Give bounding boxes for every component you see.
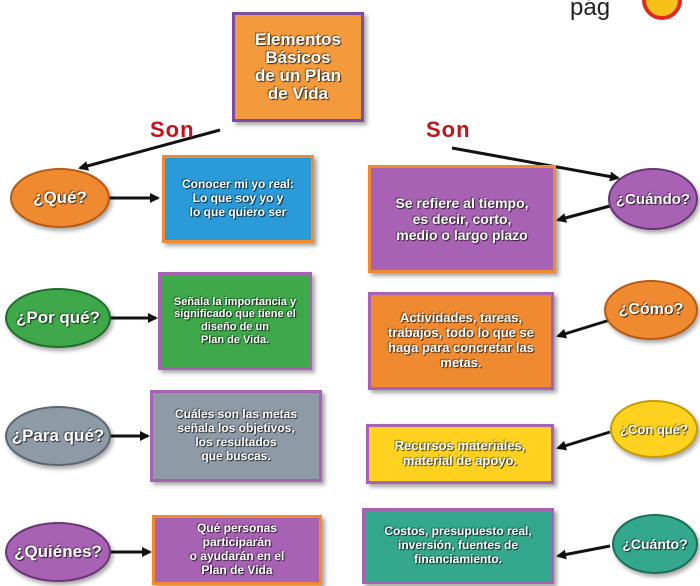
arrow-cuando xyxy=(556,204,611,223)
arrow-como xyxy=(556,318,611,339)
question-por-que: ¿Por qué? xyxy=(5,288,111,348)
connector-label-right: Son xyxy=(426,117,471,142)
logo-icon xyxy=(636,0,686,22)
arrow-con-que xyxy=(556,430,611,451)
arrow-title-to-que xyxy=(78,128,221,171)
answer-cuanto: Costos, presupuesto real, inversión, fue… xyxy=(362,508,554,584)
arrow-title-to-cuando xyxy=(451,146,620,182)
page-label: pág xyxy=(570,0,611,21)
question-quienes: ¿Quiénes? xyxy=(5,522,111,582)
answer-quienes: Qué personas participarán o ayudarán en … xyxy=(152,515,322,585)
arrow-cuanto xyxy=(556,544,611,560)
question-cuanto: ¿Cuánto? xyxy=(612,514,698,574)
question-que: ¿Qué? xyxy=(10,168,110,228)
question-como: ¿Cómo? xyxy=(604,280,698,340)
question-con-que: ¿Con qué? xyxy=(610,400,698,458)
answer-para-que: Cuáles son las metas señala los objetivo… xyxy=(150,390,322,482)
answer-como: Actividades, tareas, trabajos, todo lo q… xyxy=(368,292,554,390)
question-para-que: ¿Para qué? xyxy=(5,406,111,466)
answer-por-que: Señala la importancia y significado que … xyxy=(158,272,312,370)
diagram-title: Elementos Básicos de un Plan de Vida xyxy=(232,12,364,122)
answer-con-que: Recursos materiales, material de apoyo. xyxy=(366,424,554,484)
answer-cuando: Se refiere al tiempo, es decir, corto, m… xyxy=(368,165,556,273)
answer-que: Conocer mi yo real: Lo que soy yo y lo q… xyxy=(162,155,314,243)
connector-label-left: Son xyxy=(150,117,195,142)
question-cuando: ¿Cuándo? xyxy=(608,168,698,230)
